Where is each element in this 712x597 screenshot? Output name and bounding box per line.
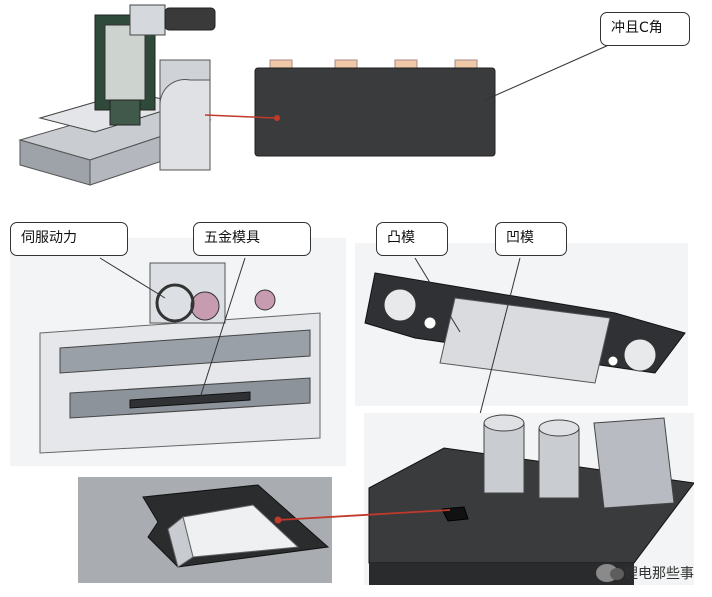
callout-punch: 凸模 (376, 222, 448, 256)
callout-punch-c-corner: 冲且C角 (600, 12, 690, 46)
die-closeup-panel (364, 413, 694, 585)
cavity-zoom-panel (78, 477, 332, 583)
punch-panel (355, 243, 688, 406)
callout-servo-power: 伺服动力 (10, 222, 128, 256)
punch-drawing (364, 272, 686, 384)
battery-cell (254, 67, 496, 157)
callout-die: 凹模 (495, 222, 567, 256)
label-punch: 凸模 (387, 230, 415, 246)
die-closeup-drawing (368, 414, 694, 585)
watermark-text: 锂电那些事 (624, 566, 694, 582)
label-die: 凹模 (506, 230, 534, 246)
die-set-panel (10, 238, 346, 466)
label-hardware-die: 五金模具 (204, 230, 260, 246)
die-set-drawing (39, 262, 321, 454)
pointer-dot-cell (274, 115, 280, 121)
label-servo-power: 伺服动力 (21, 230, 77, 246)
watermark: 锂电那些事 (596, 563, 694, 583)
cavity-drawing (142, 484, 330, 568)
machine-drawing (18, 4, 216, 186)
wechat-icon (596, 564, 624, 582)
pointer-dot-cavity (274, 516, 282, 524)
label-punch-c-corner: 冲且C角 (611, 20, 663, 36)
callout-hardware-die: 五金模具 (193, 222, 311, 256)
machine-overview (10, 0, 235, 200)
